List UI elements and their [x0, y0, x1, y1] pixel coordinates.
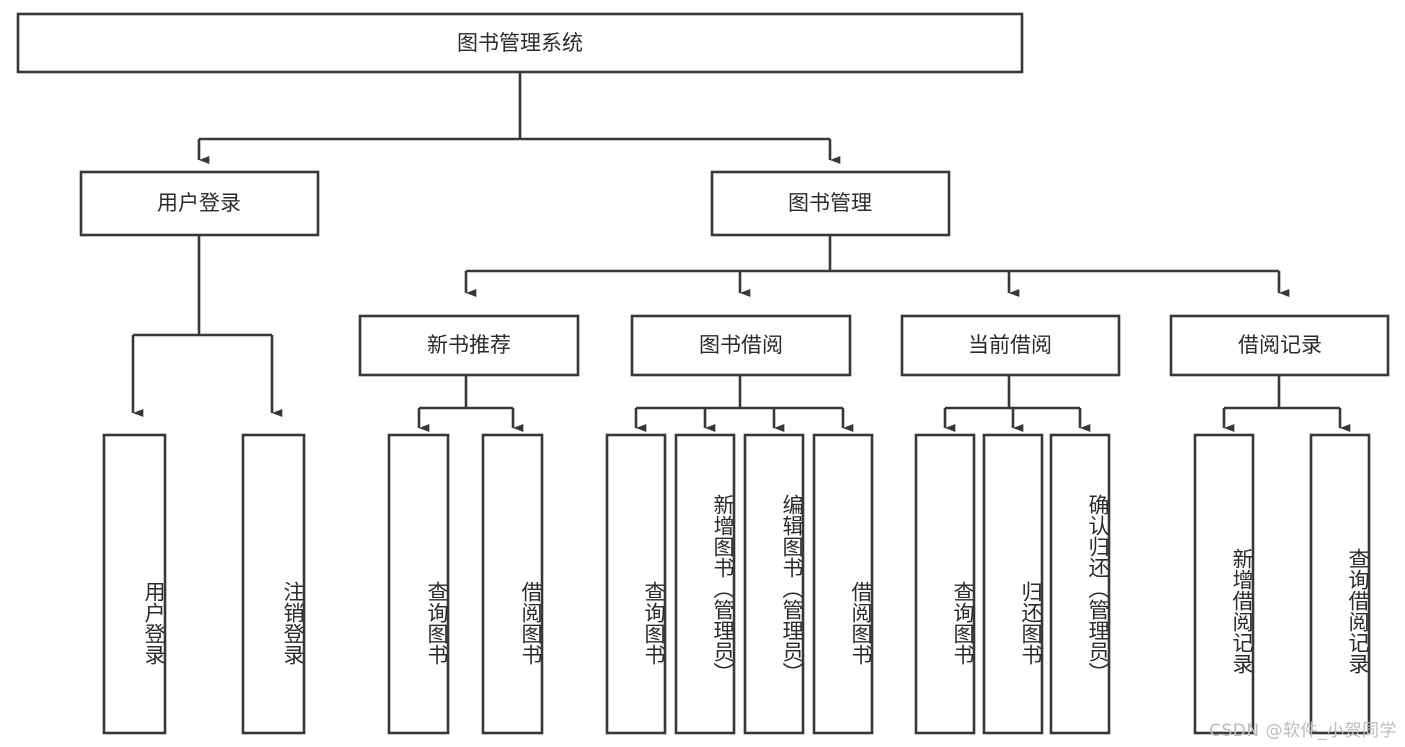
connector-borrow-bus — [636, 375, 843, 410]
node-book-management[interactable] — [710, 170, 951, 237]
node-root[interactable] — [16, 12, 1024, 74]
node-leaf-query-book-3[interactable] — [914, 433, 976, 735]
connector-records-bus — [1224, 375, 1340, 410]
label-current-borrow: 当前借阅 — [968, 333, 1052, 357]
label-book-borrow: 图书借阅 — [699, 333, 783, 357]
label-root: 图书管理系统 — [457, 31, 583, 55]
csdn-watermark: CSDN @软件_小贺同学 — [1209, 721, 1397, 741]
connector-current-bus — [945, 375, 1080, 410]
node-leaf-query-borrow-record[interactable] — [1309, 433, 1371, 735]
horizontal-label-group: 图书管理系统 用户登录 图书管理 新书推荐 图书借阅 当前借阅 借阅记录 — [157, 31, 1322, 357]
node-leaf-query-book-1[interactable] — [387, 433, 450, 735]
node-borrow-records[interactable] — [1169, 314, 1390, 377]
node-leaf-logout[interactable] — [241, 433, 306, 735]
label-book-management: 图书管理 — [788, 191, 872, 215]
connector-group — [131, 72, 1351, 432]
node-leaf-confirm-return-admin[interactable] — [1049, 433, 1111, 735]
label-user-login: 用户登录 — [157, 191, 241, 215]
node-user-login[interactable] — [79, 170, 320, 237]
node-leaf-borrow-book-2[interactable] — [812, 433, 874, 735]
node-leaf-edit-book-admin[interactable] — [743, 433, 805, 735]
node-leaf-add-borrow-record[interactable] — [1193, 433, 1255, 735]
node-box-group — [16, 12, 1390, 735]
node-leaf-user-login[interactable] — [102, 433, 167, 735]
node-leaf-query-book-2[interactable] — [605, 433, 667, 735]
node-leaf-add-book-admin[interactable] — [674, 433, 736, 735]
connector-book-mgmt-bus — [466, 235, 1279, 273]
label-borrow-records: 借阅记录 — [1238, 333, 1322, 357]
label-new-book-recommend: 新书推荐 — [427, 333, 511, 357]
connector-user-login-bus — [133, 235, 272, 337]
node-book-borrow[interactable] — [630, 314, 852, 377]
node-leaf-return-book[interactable] — [982, 433, 1044, 735]
node-new-book-recommend[interactable] — [358, 314, 580, 377]
node-leaf-borrow-book-1[interactable] — [481, 433, 544, 735]
node-current-borrow[interactable] — [900, 314, 1121, 377]
connector-root-bus — [199, 72, 830, 141]
connector-newbook-bus — [419, 375, 513, 410]
